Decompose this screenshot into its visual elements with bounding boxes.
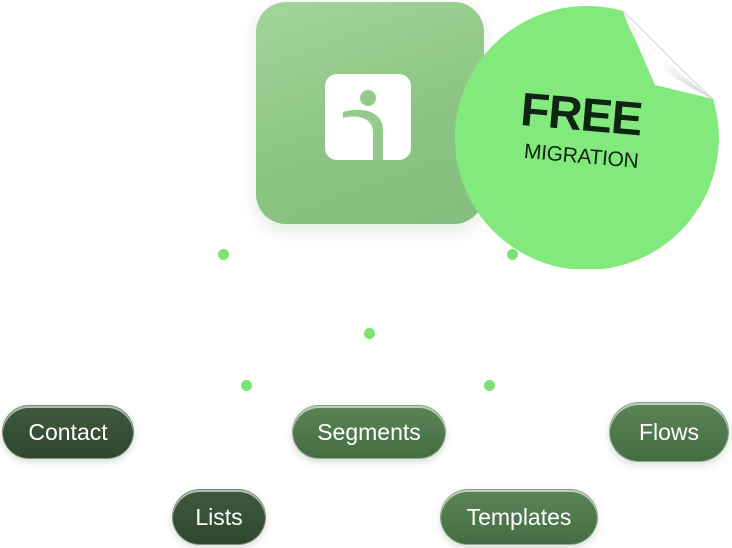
app-tile (256, 2, 484, 224)
contact-pill: Contact (2, 405, 134, 459)
connector-dot (507, 249, 518, 260)
free-migration-sticker: FREE MIGRATION (455, 5, 719, 269)
flows-pill: Flows (609, 402, 729, 462)
connector-dot (218, 249, 229, 260)
templates-pill: Templates (440, 489, 598, 545)
segments-pill: Segments (292, 405, 446, 459)
connector-dot (241, 380, 252, 391)
connector-dot (484, 380, 495, 391)
connector-dot (364, 328, 375, 339)
lists-pill: Lists (172, 489, 266, 545)
brand-logo-icon (325, 74, 411, 160)
